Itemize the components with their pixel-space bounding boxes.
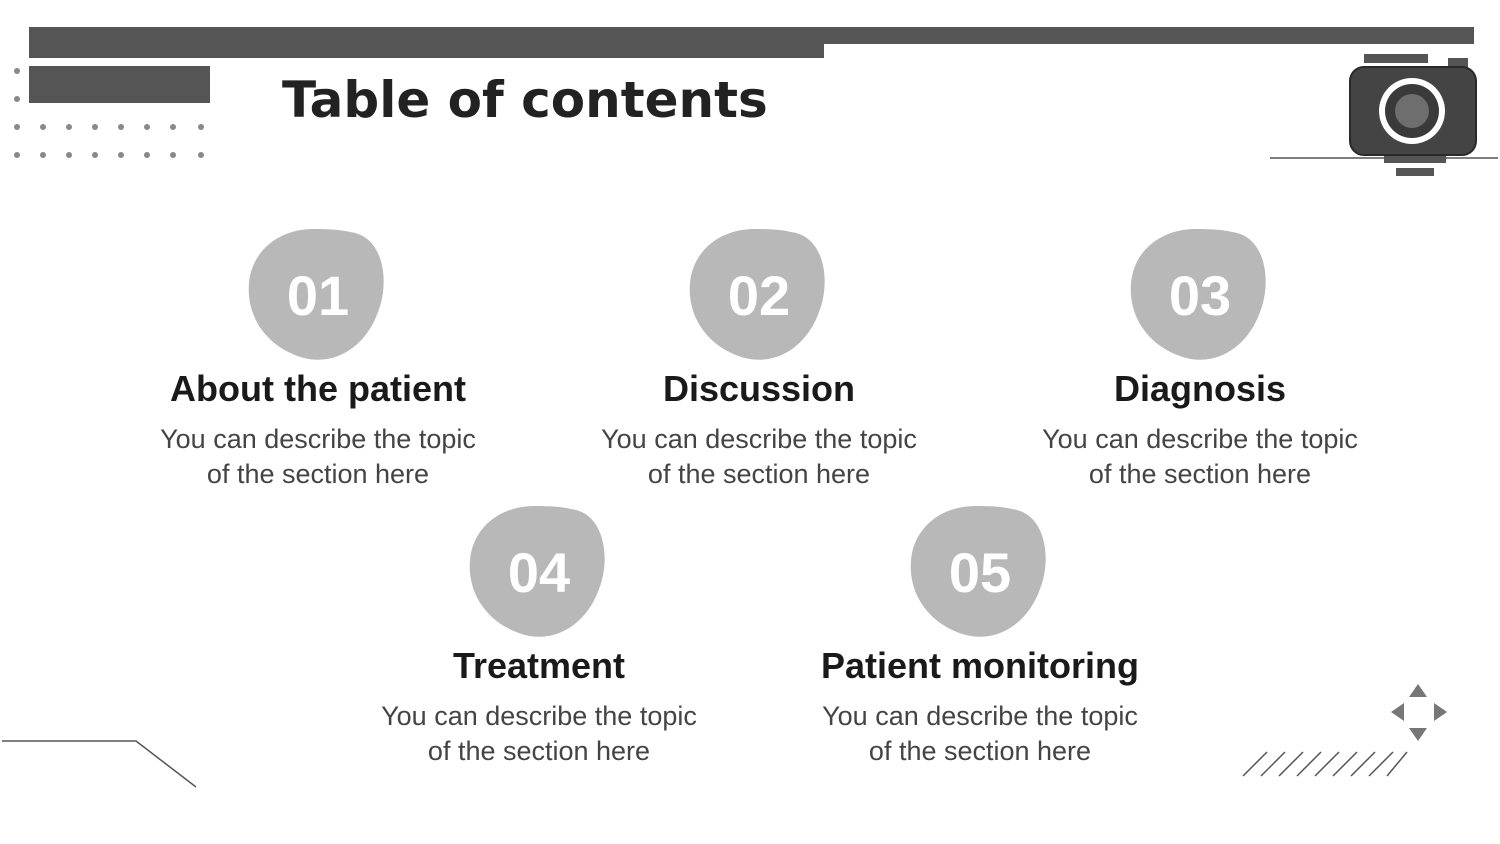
section-number: 01 <box>286 264 350 327</box>
toc-item-about-the-patient[interactable]: 01 About the patient You can describe th… <box>98 0 538 500</box>
toc-item-discussion[interactable]: 02 Discussion You can describe the topic… <box>539 0 979 500</box>
section-description-line-2: of the section here <box>1088 459 1312 489</box>
header-bar-right <box>824 27 1474 44</box>
header-bar-left <box>29 27 824 58</box>
section-description-line-1: You can describe the topic <box>1042 424 1358 454</box>
toc-item-treatment[interactable]: 04 Treatment You can describe the topic … <box>319 277 759 777</box>
number-blob <box>469 505 605 637</box>
section-heading: Diagnosis <box>1113 368 1287 409</box>
section-number: 03 <box>1168 264 1232 327</box>
section-heading: About the patient <box>170 368 466 409</box>
section-description-line-1: You can describe the topic <box>601 424 917 454</box>
section-heading: Discussion <box>662 368 856 409</box>
section-heading: Patient monitoring <box>821 645 1139 686</box>
section-description-line-1: You can describe the topic <box>381 701 697 731</box>
corner-line-decoration <box>2 740 197 788</box>
section-number: 02 <box>727 264 791 327</box>
number-blob <box>248 228 384 360</box>
section-number: 04 <box>507 541 571 604</box>
section-heading: Treatment <box>452 645 626 686</box>
section-description-line-1: You can describe the topic <box>160 424 476 454</box>
section-description-line-1: You can describe the topic <box>822 701 1138 731</box>
number-blob <box>1130 228 1266 360</box>
number-blob <box>689 228 825 360</box>
section-number: 05 <box>948 541 1012 604</box>
section-description-line-2: of the section here <box>427 736 651 766</box>
toc-item-diagnosis[interactable]: 03 Diagnosis You can describe the topic … <box>980 0 1420 500</box>
section-description-line-2: of the section here <box>868 736 1092 766</box>
section-description-line-2: of the section here <box>206 459 430 489</box>
section-description-line-2: of the section here <box>647 459 871 489</box>
page-title: Table of contents <box>282 71 768 129</box>
dot-pattern <box>14 68 204 158</box>
toc-item-patient-monitoring[interactable]: 05 Patient monitoring You can describe t… <box>760 277 1200 777</box>
header-bar-small <box>29 66 210 103</box>
camera-icon <box>1270 54 1498 176</box>
number-blob <box>910 505 1046 637</box>
